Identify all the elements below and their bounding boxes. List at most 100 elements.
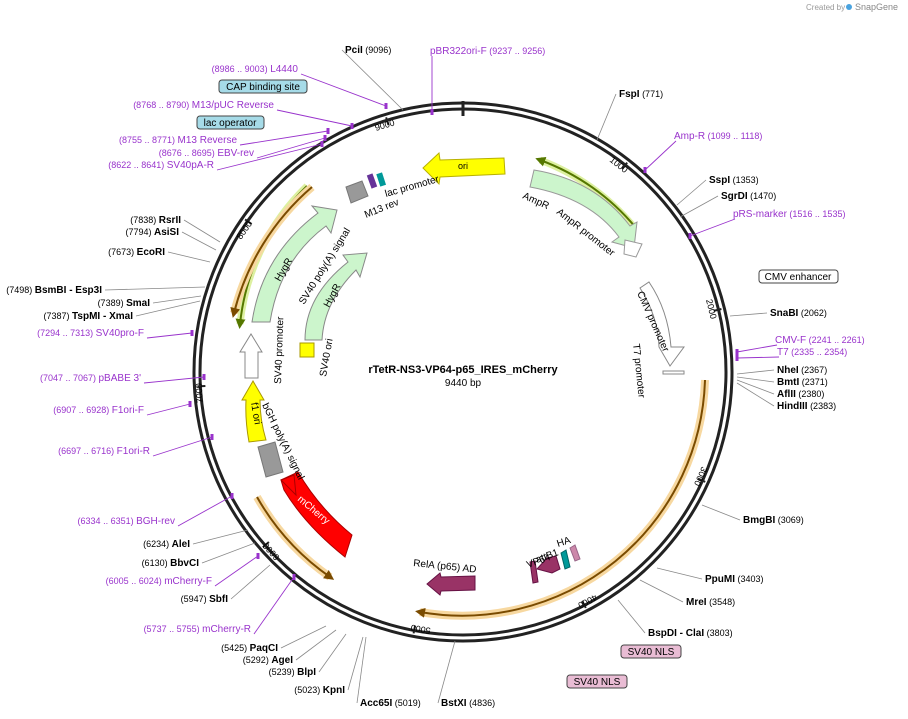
- f1-ori-feature[interactable]: [241, 380, 267, 443]
- site-leader: [617, 599, 646, 634]
- mcherry-feature[interactable]: [280, 471, 353, 558]
- t7-promoter-feature[interactable]: [662, 370, 685, 375]
- primer-leader: [214, 555, 259, 587]
- site-smai[interactable]: (7389) SmaI: [98, 298, 151, 309]
- vp64-feature[interactable]: [536, 555, 561, 574]
- site-name: BstXI (4836): [441, 698, 495, 709]
- primer-l4440[interactable]: (8986 .. 9003) L4440: [212, 64, 388, 109]
- sv40-nls-box-1[interactable]: [620, 644, 682, 659]
- site-hindiii[interactable]: HindIII (2383): [777, 401, 836, 412]
- site-name: SspI (1353): [709, 175, 759, 186]
- primer-name: (8986 .. 9003) L4440: [212, 64, 299, 75]
- primer-f1ori-f[interactable]: (6907 .. 6928) F1ori-F: [53, 401, 192, 416]
- site-leader: [729, 312, 768, 317]
- ampr-promoter-feature[interactable]: [623, 239, 643, 258]
- cmv-enhancer-label: CMV enhancer: [765, 272, 832, 283]
- sv40-nls-box-2[interactable]: [566, 674, 628, 689]
- site-name: PpuMI (3403): [705, 574, 764, 585]
- site-kpni[interactable]: (5023) KpnI: [294, 685, 345, 696]
- sv40-nls-label-1: SV40 NLS: [628, 647, 675, 658]
- site-name: (7794) AsiSI: [125, 227, 179, 238]
- cmv-enhancer-box[interactable]: [758, 269, 839, 284]
- site-ecori[interactable]: (7673) EcoRI: [108, 247, 165, 258]
- primer-mark: [735, 355, 739, 361]
- site-leader: [152, 295, 202, 304]
- lower-left-orf-arc: [256, 496, 335, 580]
- site-sbfi[interactable]: (5947) SbfI: [181, 594, 229, 605]
- m13-rev-box[interactable]: [366, 173, 378, 189]
- primer-mark: [430, 109, 434, 115]
- site-name: AflII (2380): [777, 389, 824, 400]
- site-pcii[interactable]: PciI (9096): [345, 45, 391, 56]
- site-leader: [656, 567, 703, 580]
- sv40-promoter-feature[interactable]: [239, 333, 263, 379]
- ori-feature[interactable]: [422, 151, 506, 186]
- site-sspi[interactable]: SspI (1353): [709, 175, 759, 186]
- lac-promoter-box[interactable]: [345, 180, 369, 204]
- site-paqci[interactable]: (5425) PaqCI: [221, 643, 278, 654]
- site-sgrdi[interactable]: SgrDI (1470): [721, 191, 776, 202]
- primer-name: (5737 .. 5755) mCherry-R: [144, 624, 251, 635]
- site-aflii[interactable]: AflII (2380): [777, 389, 824, 400]
- site-fspi[interactable]: FspI (771): [619, 89, 663, 100]
- scale-tick: [262, 541, 270, 548]
- sv40-nls-feature[interactable]: [529, 560, 539, 584]
- site-name: SnaBI (2062): [770, 308, 827, 319]
- site-nhei[interactable]: NheI (2367): [777, 365, 827, 376]
- primer-bgh-rev[interactable]: (6334 .. 6351) BGH-rev: [78, 493, 234, 527]
- site-name: (6234) AleI: [143, 539, 190, 550]
- feature-arcs: [230, 156, 709, 620]
- primer-m13-puc-reverse[interactable]: (8768 .. 8790) M13/pUC Reverse: [133, 100, 354, 129]
- site-ppumi[interactable]: PpuMI (3403): [705, 574, 764, 585]
- site-acc65i[interactable]: Acc65I (5019): [360, 698, 421, 709]
- ampr-feature[interactable]: [529, 169, 638, 249]
- sv40-ori-label: SV40 ori: [318, 338, 335, 378]
- site-alei[interactable]: (6234) AleI: [143, 539, 190, 550]
- site-bsmbi[interactable]: (7498) BsmBI - Esp3I: [6, 285, 102, 296]
- primer-mcherry-f[interactable]: (6005 .. 6024) mCherry-F: [106, 553, 260, 587]
- primer-m13-reverse[interactable]: (8755 .. 8771) M13 Reverse: [119, 128, 330, 146]
- site-leader: [437, 640, 456, 704]
- site-snabi[interactable]: SnaBI (2062): [770, 308, 827, 319]
- site-bbvci[interactable]: (6130) BbvCI: [142, 558, 200, 569]
- lac-operator-label: lac operator: [204, 118, 257, 129]
- primer-pbabe-3-[interactable]: (7047 .. 7067) pBABE 3': [40, 373, 206, 384]
- primer-sv40pa-r[interactable]: (8622 .. 8641) SV40pA-R: [108, 141, 324, 171]
- primer-leader: [736, 356, 780, 359]
- hygr-feature-outer[interactable]: [251, 205, 338, 323]
- site-rsrii[interactable]: (7838) RsrII: [130, 215, 181, 226]
- primer-mark: [643, 167, 647, 173]
- primer-cmv-f[interactable]: CMV-F (2241 .. 2261): [735, 335, 865, 355]
- ha-feature[interactable]: [560, 549, 571, 570]
- primer-name: pRS-marker (1516 .. 1535): [733, 209, 845, 220]
- site-bspdi[interactable]: BspDI - ClaI (3803): [648, 628, 733, 639]
- cmv-promoter-feature[interactable]: [639, 281, 685, 367]
- primer-sv40pro-f[interactable]: (7294 .. 7313) SV40pro-F: [37, 328, 194, 339]
- site-bstxi[interactable]: BstXI (4836): [441, 698, 495, 709]
- ha-tag-feature[interactable]: [569, 544, 581, 562]
- site-bmgbi[interactable]: BmgBI (3069): [743, 515, 804, 526]
- primer-pbr322ori-f[interactable]: pBR322ori-F (9237 .. 9256): [430, 46, 545, 115]
- primer-prs-marker[interactable]: pRS-marker (1516 .. 1535): [688, 209, 846, 239]
- hygr-feature-inner[interactable]: [304, 252, 368, 341]
- site-leader: [318, 633, 347, 673]
- primer-name: Amp-R (1099 .. 1118): [674, 131, 762, 142]
- site-mrei[interactable]: MreI (3548): [686, 597, 735, 608]
- primer-amp-r[interactable]: Amp-R (1099 .. 1118): [643, 131, 763, 173]
- primer-ebv-rev[interactable]: (8676 .. 8695) EBV-rev: [159, 135, 327, 159]
- rela-feature[interactable]: [426, 572, 476, 596]
- site-bmti[interactable]: BmtI (2371): [777, 377, 828, 388]
- primer-t7[interactable]: T7 (2335 .. 2354): [735, 347, 848, 361]
- lac-operator-box[interactable]: [376, 172, 387, 187]
- site-agei[interactable]: (5292) AgeI: [243, 655, 293, 666]
- primer-f1ori-r[interactable]: (6697 .. 6716) F1ori-R: [58, 434, 214, 457]
- sv40-ori-feature[interactable]: [299, 342, 315, 358]
- primer-mcherry-r[interactable]: (5737 .. 5755) mCherry-R: [144, 574, 296, 635]
- cap-binding-site-box[interactable]: [218, 79, 308, 94]
- site-asisi[interactable]: (7794) AsiSI: [125, 227, 179, 238]
- lac-operator-label-box[interactable]: [196, 115, 265, 130]
- bgh-polya-feature[interactable]: [257, 441, 284, 478]
- site-blpi[interactable]: (5239) BlpI: [269, 667, 317, 678]
- site-tspmi[interactable]: (7387) TspMI - XmaI: [44, 311, 134, 322]
- site-name: SgrDI (1470): [721, 191, 776, 202]
